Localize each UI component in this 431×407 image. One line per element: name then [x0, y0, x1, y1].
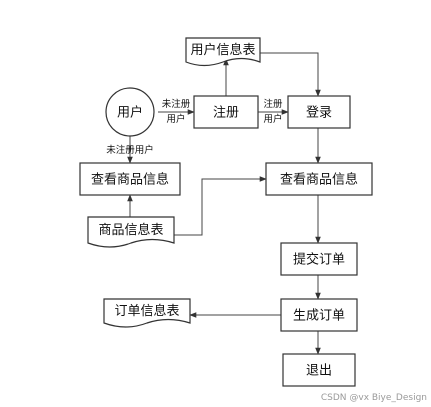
node-register-label: 注册	[213, 106, 239, 121]
register-box-shape	[193, 95, 259, 129]
node-register: 注册	[193, 95, 259, 129]
node-goods-info-table-label: 商品信息表	[98, 222, 163, 238]
edge-label-user-b: 用户	[263, 113, 282, 125]
node-user-info-table-label: 用户信息表	[190, 42, 255, 58]
user-circle-shape	[105, 87, 155, 137]
node-browse-goods-left: 查看商品信息	[79, 162, 181, 196]
node-login: 登录	[287, 95, 351, 129]
watermark-text: CSDN @vx Biye_Design	[321, 393, 427, 403]
logout-box-shape	[282, 353, 356, 387]
node-submit-order-label: 提交订单	[293, 252, 345, 268]
node-browse-goods-left-label: 查看商品信息	[91, 172, 169, 188]
login-box-shape	[287, 95, 351, 129]
node-generate-order-label: 生成订单	[293, 309, 345, 324]
node-logout-label: 退出	[306, 364, 332, 379]
node-browse-goods-main-label: 查看商品信息	[280, 172, 358, 188]
node-login-label: 登录	[306, 106, 332, 121]
submit-box-shape	[280, 242, 358, 276]
node-goods-info-table: 商品信息表	[87, 216, 175, 248]
node-logout: 退出	[282, 353, 356, 387]
edge-label-unregistered-user: 未注册用户	[106, 144, 154, 156]
edge-label-unregistered-a: 未注册	[162, 98, 191, 110]
node-submit-order: 提交订单	[280, 242, 358, 276]
node-user: 用户	[105, 87, 155, 137]
node-order-info-table: 订单信息表	[103, 298, 191, 328]
node-generate-order: 生成订单	[280, 298, 358, 332]
user-table-doc-shape	[185, 37, 261, 67]
edge-label-registered-a: 注册	[263, 98, 283, 110]
browse-left-box-shape	[79, 162, 181, 196]
node-browse-goods-main: 查看商品信息	[265, 162, 373, 196]
edge-goods-table-to-browse-main	[174, 176, 267, 236]
edge-label-user-a: 用户	[166, 113, 185, 125]
node-user-label: 用户	[117, 105, 143, 121]
node-user-info-table: 用户信息表	[185, 37, 261, 67]
browse-main-box-shape	[265, 162, 373, 196]
goods-table-doc-shape	[87, 216, 175, 248]
order-table-doc-shape	[103, 298, 191, 328]
node-order-info-table-label: 订单信息表	[114, 303, 179, 319]
generate-box-shape	[280, 298, 358, 332]
edge-user-table-to-login	[260, 52, 321, 97]
